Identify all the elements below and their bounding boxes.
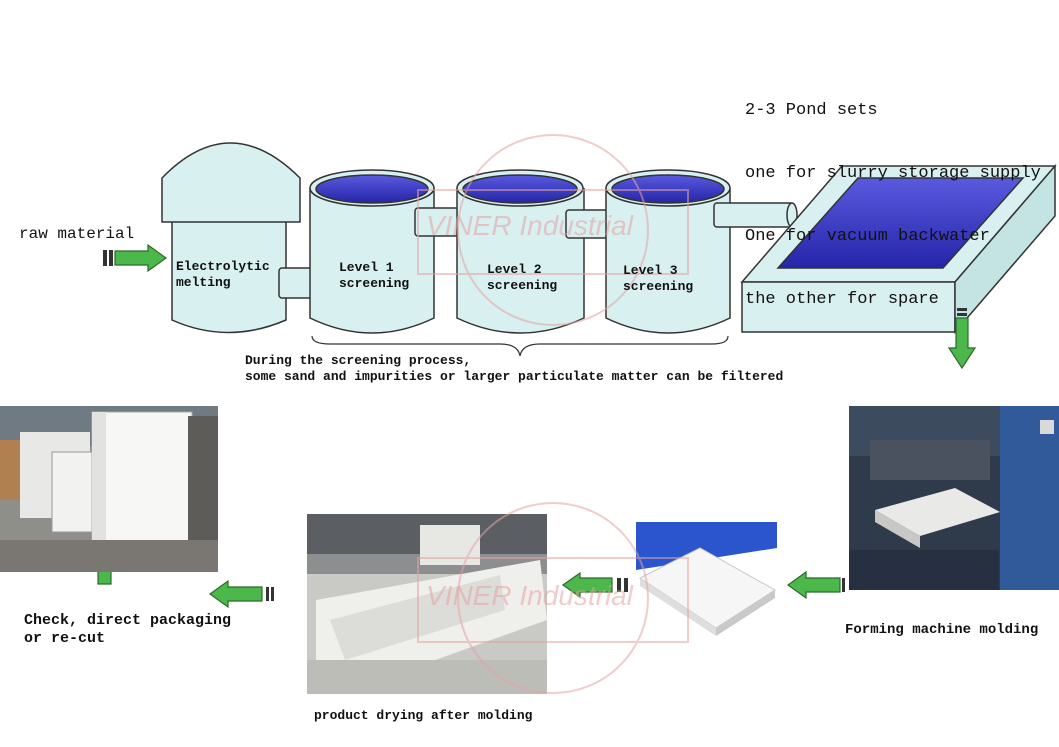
pond-set	[740, 163, 1057, 335]
arrow-left-icon	[561, 571, 628, 599]
level-2-tank	[456, 169, 585, 334]
arrow-left-icon	[786, 570, 845, 600]
level2-label-line1: Level 2	[487, 262, 542, 277]
level1-label-line1: Level 1	[339, 260, 394, 275]
screening-brace	[311, 335, 729, 357]
arrow-down-icon	[947, 308, 977, 370]
level3-label-line2: screening	[623, 279, 694, 294]
forming-machine-photo	[849, 406, 1059, 590]
screening-note-line2: some sand and impurities or larger parti…	[245, 369, 784, 384]
pond-note-line: 2-3 Pond sets	[745, 101, 878, 120]
level2-label-line2: screening	[487, 278, 558, 293]
pond-note: 2-3 Pond sets one for slurry storage sup…	[745, 58, 1041, 331]
level1-label-line2: screening	[339, 276, 410, 291]
level3-label-line1: Level 3	[623, 263, 678, 278]
raw-material-label: raw material	[19, 225, 135, 243]
melting-label-line1: Electrolytic	[176, 259, 270, 274]
check-label-line1: Check, direct packaging	[24, 612, 232, 629]
level-3-tank	[605, 169, 731, 334]
drying-oven-photo	[307, 514, 547, 694]
check-label-line2: or re-cut	[24, 630, 106, 647]
melting-label-line2: melting	[176, 275, 231, 290]
pond-note-line: the other for spare	[745, 290, 939, 309]
watermark-text: VINER Industrial	[426, 210, 633, 241]
forming-label: Forming machine molding	[845, 622, 1039, 638]
electrolytic-melting-tank	[161, 142, 314, 334]
packaging-photo	[0, 406, 218, 572]
drying-label: product drying after molding	[314, 708, 533, 723]
watermark-text: VINER Industrial	[426, 580, 633, 611]
level-1-tank	[309, 169, 435, 334]
arrow-left-icon	[208, 579, 274, 609]
arrow-right-icon	[103, 243, 168, 273]
pond-note-line: One for vacuum backwater	[745, 227, 990, 246]
molded-board-photo	[636, 522, 777, 640]
pond-note-line: one for slurry storage supply	[745, 164, 1041, 183]
watermark	[417, 134, 689, 694]
screening-note-line1: During the screening process,	[245, 353, 472, 368]
